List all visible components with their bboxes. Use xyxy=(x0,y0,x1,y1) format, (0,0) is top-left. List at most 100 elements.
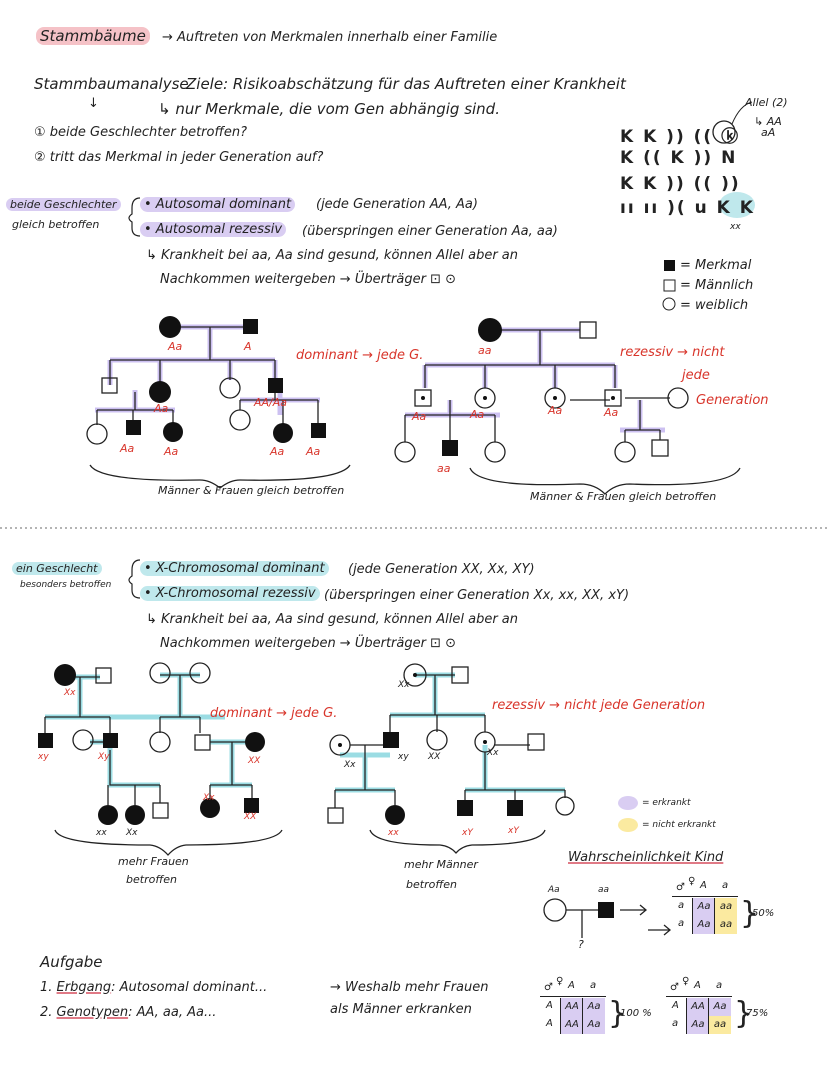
punnett-cell: AA xyxy=(686,998,709,1016)
genotype-label: Aa xyxy=(548,404,563,417)
genotype-label: XX xyxy=(428,752,441,762)
tree4-caption-1: mehr Männer xyxy=(404,858,478,871)
punnett-col-header: a xyxy=(722,880,729,891)
genotype-label: Aa xyxy=(604,406,619,419)
legend-nicht-erkrankt: = nicht erkrankt xyxy=(642,820,716,830)
punnett-col-header: a xyxy=(716,980,723,991)
legend-unaffected-color xyxy=(618,818,638,832)
xlinked-side-label-2: besonders betroffen xyxy=(20,580,112,590)
punnett-grid-h xyxy=(540,996,606,997)
punnett-row-header: a xyxy=(678,900,685,911)
title-description: → Auftreten von Merkmalen innerhalb eine… xyxy=(162,30,498,45)
genotype-label: Aa xyxy=(154,402,169,415)
genotype-label: XX xyxy=(248,756,261,766)
genotype-label: Xx xyxy=(64,688,76,698)
task-question-1: → Weshalb mehr Frauen xyxy=(330,980,489,995)
tree2-caption: Männer & Frauen gleich betroffen xyxy=(530,490,717,503)
legend-affected-square xyxy=(664,260,675,271)
male-symbol: ♂ xyxy=(544,982,553,993)
female-symbol: ♀ xyxy=(682,976,690,987)
analysis-arrow: ↓ xyxy=(88,96,99,111)
x-dominant: • X-Chromosomal dominant xyxy=(140,561,329,576)
pedigree-x-dominant xyxy=(38,662,283,856)
x-dominant-note: (jede Generation XX, Xx, XY) xyxy=(348,562,535,577)
autosomal-carrier-2: Nachkommen weitergeben → Überträger ⊡ ⊙ xyxy=(160,272,456,287)
genotype-label: Xy xyxy=(98,752,110,762)
genotype-label: Aa xyxy=(164,445,179,458)
punnett-grid-h xyxy=(666,996,732,997)
punnett-result: 75% xyxy=(746,1008,769,1019)
punnett-brace: } xyxy=(608,996,628,1031)
question-2: ② tritt das Merkmal in jeder Generation … xyxy=(34,150,324,165)
analysis-note: ↳ nur Merkmale, die vom Gen abhängig sin… xyxy=(158,100,500,118)
punnett-row-header: A xyxy=(546,1018,553,1029)
xx-highlight xyxy=(719,192,755,218)
punnett-cell: aa xyxy=(708,1016,731,1034)
punnett-row-header: A xyxy=(672,1000,679,1011)
genotype-label: A xyxy=(244,340,252,353)
autosomal-dominant-note: (jede Generation AA, Aa) xyxy=(316,197,478,212)
legend-affected-color xyxy=(618,796,638,810)
allel-values: ↳ AA aA xyxy=(754,115,782,139)
genotype-label: Xx xyxy=(487,748,499,758)
punnett-cell: AA xyxy=(560,998,583,1016)
task-item-1: 1. Erbgang: Autosomal dominant... xyxy=(40,980,268,995)
female-symbol: ♀ xyxy=(556,976,564,987)
genotype-label: Aa xyxy=(470,408,485,421)
punnett-cell: aa xyxy=(714,898,737,916)
xlinked-carrier-2: Nachkommen weitergeben → Überträger ⊡ ⊙ xyxy=(160,636,456,651)
genotype-label: xy xyxy=(38,752,49,762)
autosomal-recessive: • Autosomal rezessiv xyxy=(140,222,287,237)
male-symbol: ♂ xyxy=(676,882,685,893)
punnett-cell: aa xyxy=(714,916,737,934)
task-question-2: als Männer erkranken xyxy=(330,1002,472,1017)
tree3-caption-1: mehr Frauen xyxy=(118,855,189,868)
genotype-label: AA/Aa xyxy=(254,396,288,409)
x-recessive-note: (überspringen einer Generation Xx, xx, X… xyxy=(324,588,630,603)
genotype-label: xx xyxy=(388,828,399,838)
autosomal-carrier-1: ↳ Krankheit bei aa, Aa sind gesund, könn… xyxy=(146,248,519,263)
genotype-label: XX xyxy=(244,812,257,822)
x-recessive: • X-Chromosomal rezessiv xyxy=(140,586,320,601)
legend-merkmal: = Merkmal xyxy=(680,258,752,273)
autosomal-dominant: • Autosomal dominant xyxy=(140,197,296,212)
genotype-label: Aa xyxy=(412,410,427,423)
legend-weiblich: = weiblich xyxy=(680,298,749,313)
page-title: Stammbäume xyxy=(36,27,150,45)
genotype-label: Xx xyxy=(203,793,215,803)
male-symbol: ♂ xyxy=(670,982,679,993)
chromosome-row-3: K K )) (( )) xyxy=(620,174,741,194)
xx-label: xx xyxy=(730,222,741,232)
tree1-caption: Männer & Frauen gleich betroffen xyxy=(158,484,345,497)
unknown-child: ? xyxy=(578,938,584,951)
tree2-label-1: rezessiv → nicht xyxy=(620,345,725,360)
analysis-goal: Ziele: Risikoabschätzung für das Auftret… xyxy=(186,75,626,93)
chromosome-row-2: K (( K )) N xyxy=(620,148,738,168)
tree1-label: dominant → jede G. xyxy=(296,348,424,363)
probability-title: Wahrscheinlichkeit Kind xyxy=(568,850,724,865)
task-item-2: 2. Genotypen: AA, aa, Aa... xyxy=(40,1005,217,1020)
punnett-cell: Aa xyxy=(692,898,715,916)
punnett-row-header: a xyxy=(672,1018,679,1029)
genotype-label: Xx xyxy=(398,680,410,690)
punnett-result: 100 % xyxy=(620,1008,652,1019)
punnett-cell: Aa xyxy=(692,916,715,934)
punnett-row-header: A xyxy=(546,1000,553,1011)
punnett-brace: } xyxy=(734,996,754,1031)
chromosome-row-4: ıı ıı )( u K K xyxy=(620,198,755,218)
legend-female-circle xyxy=(662,297,676,311)
pedigree-autosomal-dominant xyxy=(86,316,351,489)
punnett-cell: Aa xyxy=(582,998,605,1016)
genotype-label: Aa xyxy=(270,445,285,458)
female-symbol: ♀ xyxy=(688,876,696,887)
xlinked-side-label-1: ein Geschlecht xyxy=(12,562,102,575)
punnett-col-header: A xyxy=(694,980,701,991)
chromosome-row-1: K K )) (( ⓚ xyxy=(620,127,741,147)
tree3-caption-2: betroffen xyxy=(126,873,177,886)
parent2-genotype: aa xyxy=(598,885,610,895)
punnett-col-header: A xyxy=(700,880,707,891)
